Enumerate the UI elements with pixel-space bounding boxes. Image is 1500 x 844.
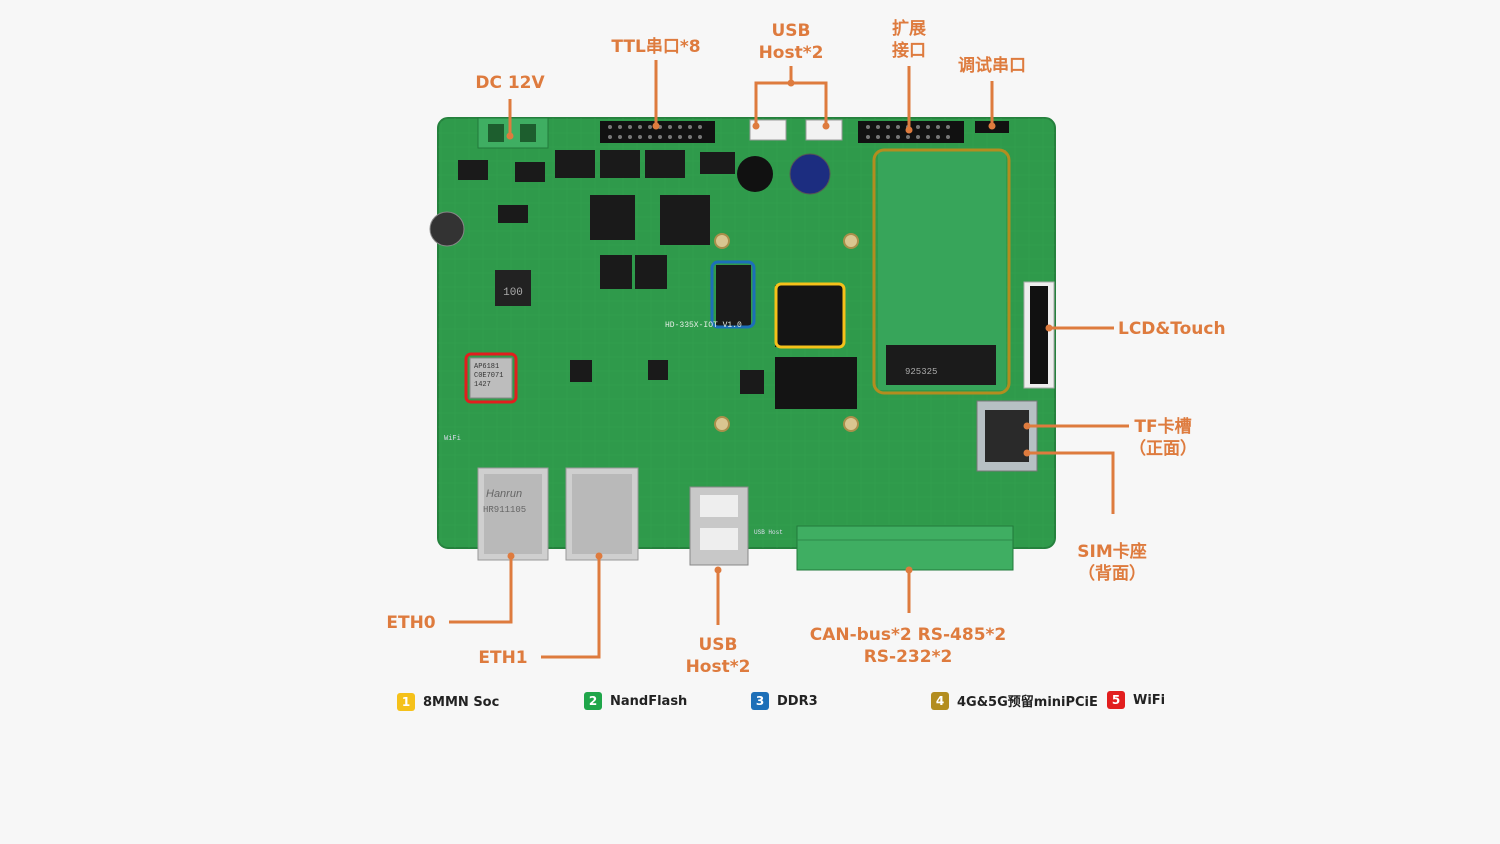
inductor	[495, 270, 531, 306]
mounting-holes	[714, 233, 859, 432]
label-eth1: ETH1	[478, 648, 528, 668]
label-expansion-line1: 扩展	[892, 19, 926, 39]
label-tf-line1: TF卡槽	[1134, 417, 1192, 437]
ddr3-highlight-box	[710, 260, 756, 329]
wifi-highlight-box	[464, 352, 518, 404]
label-usb-bottom-line1: USB	[698, 635, 738, 655]
ttl-header	[600, 121, 715, 143]
label-expansion: 扩展 接口	[869, 18, 949, 62]
label-bus-ports: CAN-bus*2 RS-485*2 RS-232*2	[798, 624, 1018, 668]
terminal-block	[796, 525, 1014, 571]
legend-num-badge: 5	[1107, 691, 1125, 709]
legend-item-nandflash: 2 NandFlash	[584, 692, 687, 710]
usb-port	[689, 486, 749, 566]
wifi-chip-text-3: 1427	[474, 381, 491, 389]
eth-brand-text: Hanrun	[486, 488, 522, 500]
label-lcd-touch: LCD&Touch	[1118, 319, 1226, 339]
minipcie-highlight-box	[872, 148, 1011, 395]
soc-highlight-box	[774, 282, 846, 349]
label-bus-line2: RS-232*2	[863, 647, 953, 667]
usb-header-2	[805, 119, 843, 141]
legend-num-badge: 1	[397, 693, 415, 711]
wifi-module	[469, 357, 513, 399]
label-bus-line1: CAN-bus*2 RS-485*2	[809, 625, 1007, 645]
wifi-silk: WiFi	[444, 435, 461, 443]
label-debug-serial: 调试串口	[958, 56, 1026, 76]
label-dc12v: DC 12V	[475, 73, 545, 93]
label-usb-bottom: USB Host*2	[668, 634, 768, 678]
capacitor	[429, 211, 465, 247]
label-usb-bottom-line2: Host*2	[685, 657, 751, 677]
label-usb-top-line2: Host*2	[758, 43, 824, 63]
coin-cell	[789, 153, 831, 195]
label-sim-line2: （背面）	[1078, 564, 1146, 584]
wifi-chip-text-2: C0E7071	[474, 372, 503, 380]
eth0-jack	[477, 467, 549, 561]
legend-item-soc: 1 8MMN Soc	[397, 693, 499, 711]
eth1-jack	[565, 467, 639, 561]
ddr3-chip	[716, 265, 751, 327]
legend-item-ddr3: 3 DDR3	[751, 692, 818, 710]
label-tf-line2: （正面）	[1129, 439, 1197, 459]
legend-text: DDR3	[777, 693, 818, 709]
soc-chip	[775, 285, 843, 347]
minipcie-text: 925325	[905, 367, 937, 377]
label-usb-top-line1: USB	[771, 21, 811, 41]
eth-part-text: HR911105	[483, 505, 526, 515]
nandflash-chip	[775, 357, 857, 409]
inductor-text: 100	[503, 287, 523, 299]
label-tf-slot: TF卡槽 （正面）	[1118, 416, 1208, 460]
label-ttl-serial: TTL串口*8	[611, 37, 701, 57]
legend-text: WiFi	[1133, 692, 1166, 708]
legend-item-wifi: 5 WiFi	[1107, 691, 1165, 709]
legend-num-badge: 4	[931, 691, 949, 710]
label-sim-line1: SIM卡座	[1077, 542, 1147, 562]
buzzer	[737, 156, 773, 192]
usb-host-silk: USB Host	[754, 529, 783, 536]
callout-lines	[449, 60, 1129, 659]
legend-text: 4G&5G预留miniPCiE	[957, 695, 1098, 710]
label-usb-top: USB Host*2	[741, 20, 841, 64]
callout-dots	[506, 79, 1053, 574]
misc-chips	[458, 150, 764, 394]
board-silk-name: HD-335X-IOT V1.0	[665, 321, 742, 330]
label-sim-slot: SIM卡座 （背面）	[1066, 541, 1158, 585]
label-eth0: ETH0	[386, 613, 436, 633]
label-expansion-line2: 接口	[892, 41, 926, 61]
wifi-chip-text-1: AP6181	[474, 363, 499, 371]
legend-item-minipcie: 4 4G&5G预留miniPCiE	[931, 691, 1098, 710]
legend-num-badge: 2	[584, 692, 602, 710]
minipcie-slot	[886, 345, 996, 385]
dc-terminal	[477, 117, 549, 149]
legend-num-badge: 3	[751, 692, 769, 710]
legend-text: NandFlash	[610, 693, 688, 709]
legend-text: 8MMN Soc	[423, 694, 500, 710]
